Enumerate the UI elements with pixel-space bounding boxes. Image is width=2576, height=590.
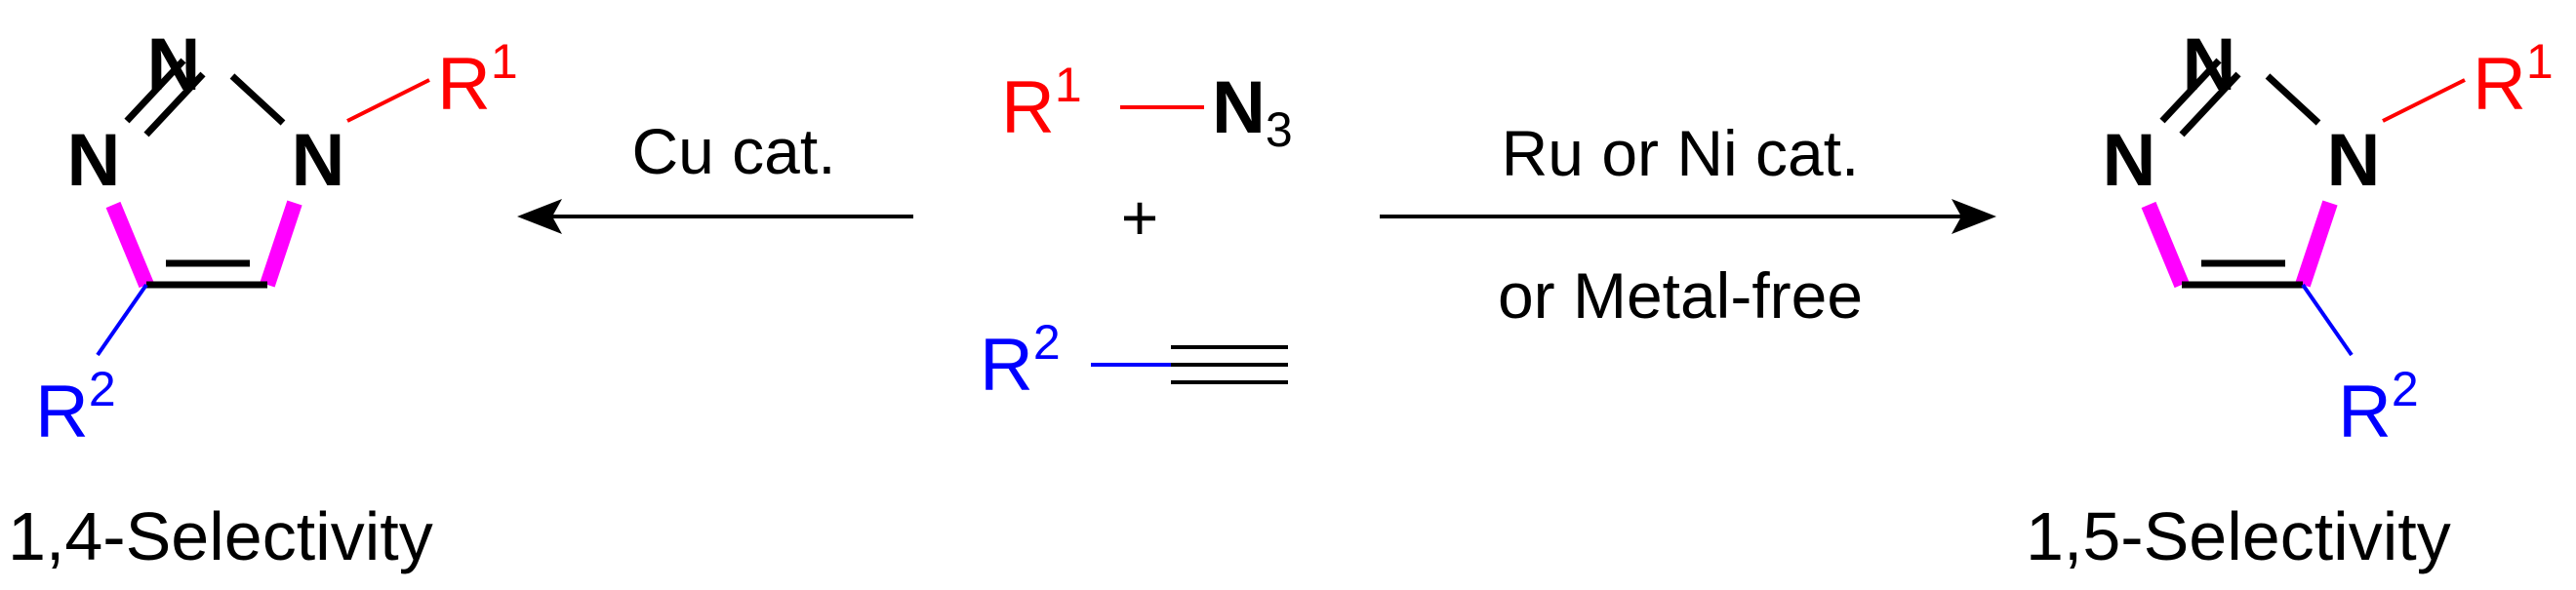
left-bond-n1-c5 xyxy=(260,200,302,288)
azide-n3-base: N xyxy=(1212,66,1266,149)
left-r1-base: R xyxy=(437,43,491,126)
alkyne-r2-base: R xyxy=(980,324,1033,407)
right-atom-n1: N xyxy=(2327,119,2381,202)
right-arrow-head xyxy=(1952,199,1996,234)
left-atom-n2: N xyxy=(147,23,201,106)
right-bond-c5-r2 xyxy=(2301,283,2354,357)
right-r2-sup: 2 xyxy=(2392,362,2419,416)
plus-sign: + xyxy=(1121,181,1159,254)
right-selectivity-label: 1,5-Selectivity xyxy=(2026,498,2451,574)
right-condition-bottom: or Metal-free xyxy=(1498,259,1863,332)
right-bond-n2-n3 xyxy=(2179,71,2241,138)
right-r1-sup: 1 xyxy=(2526,34,2554,89)
left-product-triazole: N N N R1 R2 1,4-Selectivity xyxy=(8,23,518,574)
left-bond-c4-r2 xyxy=(96,283,148,357)
left-selectivity-label: 1,4-Selectivity xyxy=(8,498,433,574)
azide-n3-label: N3 xyxy=(1212,66,1293,157)
right-bond-n1-r1 xyxy=(2382,78,2466,123)
left-r1-label: R1 xyxy=(437,34,518,126)
left-bond-n2-n3-double xyxy=(124,58,186,124)
left-atom-n1: N xyxy=(292,119,345,202)
right-r1-base: R xyxy=(2473,43,2526,126)
alkyne-r2-label: R2 xyxy=(980,315,1061,407)
right-atom-n2: N xyxy=(2183,23,2236,106)
reactants: R1 N3 + R2 xyxy=(980,58,1293,407)
left-atom-n3: N xyxy=(67,119,121,202)
left-r2-sup: 2 xyxy=(89,362,116,416)
left-arrow-head xyxy=(517,199,562,234)
left-bond-n3-c4 xyxy=(105,201,154,289)
left-r1-sup: 1 xyxy=(491,34,518,89)
azide-n3-sub: 3 xyxy=(1266,102,1293,157)
right-r2-label: R2 xyxy=(2338,362,2419,453)
azide-r1-sup: 1 xyxy=(1055,58,1082,112)
azide-r1-base: R xyxy=(1001,66,1055,149)
left-condition-label: Cu cat. xyxy=(631,115,835,187)
azide-r1-label: R1 xyxy=(1001,58,1082,149)
right-bond-n2-n3-double xyxy=(2159,58,2222,124)
left-r2-label: R2 xyxy=(35,362,116,453)
left-r2-base: R xyxy=(35,371,89,453)
alkyne-r2-sup: 2 xyxy=(1033,315,1061,370)
left-arrow: Cu cat. xyxy=(517,115,913,234)
right-arrow: Ru or Ni cat. or Metal-free xyxy=(1380,117,1996,332)
right-atom-n3: N xyxy=(2103,119,2156,202)
left-bond-n2-n3 xyxy=(143,71,206,138)
right-bond-n2-n1 xyxy=(2265,73,2321,126)
right-r2-base: R xyxy=(2338,371,2392,453)
right-condition-top: Ru or Ni cat. xyxy=(1502,117,1860,189)
right-r1-label: R1 xyxy=(2473,34,2554,126)
right-bond-n1-c5 xyxy=(2295,200,2338,288)
left-bond-n1-r1 xyxy=(346,78,430,123)
right-bond-n3-c4 xyxy=(2141,201,2190,289)
right-product-triazole: N N N R1 R2 1,5-Selectivity xyxy=(2026,23,2554,574)
left-bond-n2-n1 xyxy=(229,73,286,126)
